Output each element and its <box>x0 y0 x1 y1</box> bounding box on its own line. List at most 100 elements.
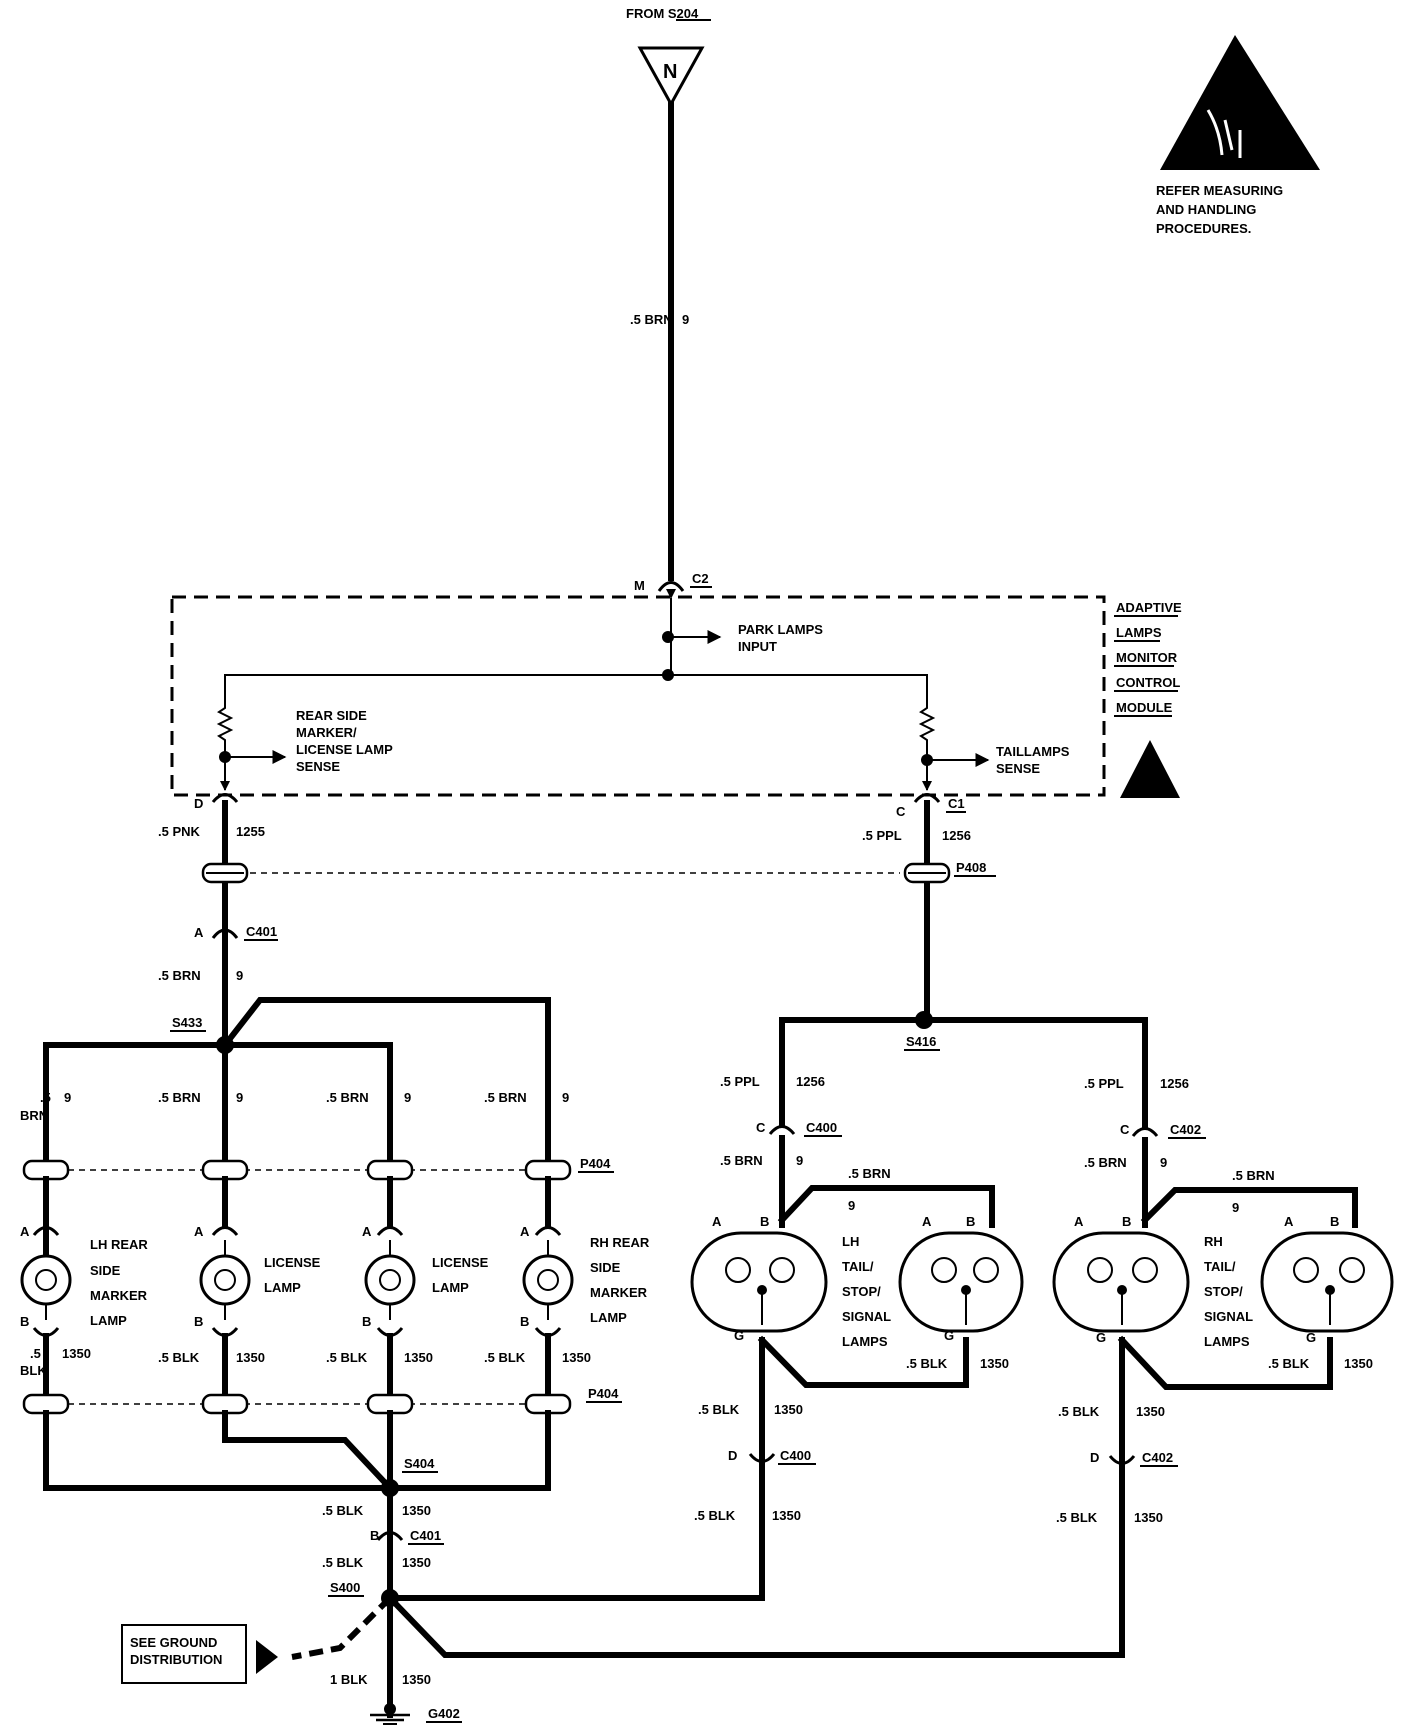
lh-tail-label-5: LAMPS <box>842 1334 888 1349</box>
gt-c401: C401 <box>410 1528 441 1543</box>
rhtl2-pin-a: A <box>1284 1214 1294 1229</box>
p408-left-passthrough-icon <box>201 862 249 884</box>
r-rh-9: 9 <box>1160 1155 1167 1170</box>
esd-note-line-1: REFER MEASURING <box>1156 183 1283 198</box>
connector-c2-icon <box>657 581 685 592</box>
gt1-wire: .5 BLK <box>322 1503 364 1518</box>
feed-wire-label: .5 BRN <box>630 312 673 327</box>
p404-label: P404 <box>580 1156 611 1171</box>
p408-label: P408 <box>956 860 986 875</box>
rh-jumper-brn: .5 BRN <box>1232 1168 1275 1183</box>
module-outline <box>170 595 1106 797</box>
p404b-passthrough-icons <box>22 1393 572 1415</box>
gt2-circ: 1350 <box>402 1555 431 1570</box>
lamp-lh-rear-side-marker <box>20 1226 72 1337</box>
b2-wire: .5 BRN <box>158 1090 201 1105</box>
lh-j-blk: .5 BLK <box>906 1356 948 1371</box>
c401-label: C401 <box>246 924 277 939</box>
s400-to-lh-tail <box>387 1470 765 1601</box>
lamp4-label-3: MARKER <box>590 1285 648 1300</box>
s433-branch-rh <box>220 997 551 1163</box>
lamp1-label-1: LH REAR <box>90 1237 148 1252</box>
g402-label: G402 <box>428 1706 460 1721</box>
g1-color: BLK <box>20 1363 47 1378</box>
rhtl1-pin-a: A <box>1074 1214 1084 1229</box>
g2-circ: 1350 <box>236 1350 265 1365</box>
lamp1-label-3: MARKER <box>90 1288 148 1303</box>
r-1256-label: 1256 <box>942 828 971 843</box>
lh-g-blk: .5 BLK <box>698 1402 740 1417</box>
lamp1-label-4: LAMP <box>90 1313 127 1328</box>
b4-circ: 9 <box>562 1090 569 1105</box>
esd-note-line-2: AND HANDLING <box>1156 202 1256 217</box>
rh-jumper-9: 9 <box>1232 1200 1239 1215</box>
connector-c-icon <box>913 793 941 803</box>
rh-g-blk: .5 BLK <box>1058 1404 1100 1419</box>
lamp4-label-4: LAMP <box>590 1310 627 1325</box>
b2-circ: 9 <box>236 1090 243 1105</box>
pin-m: M <box>634 578 645 593</box>
rhtl1-pin-g: G <box>1096 1330 1106 1345</box>
lamp-license-2 <box>364 1226 416 1337</box>
rh-tail-ground-jumper <box>1117 1335 1333 1390</box>
flag-letter: N <box>663 61 677 83</box>
r-lh-ppl: .5 PPL <box>720 1074 760 1089</box>
r-rh-ppl: .5 PPL <box>1084 1076 1124 1091</box>
lhtl2-pin-g: G <box>944 1328 954 1343</box>
rhtl1-pin-b: B <box>1122 1214 1131 1229</box>
c400-label: C400 <box>806 1120 837 1135</box>
ground-distribution-arrow-icon <box>256 1640 278 1674</box>
splice-flag-icon <box>637 46 705 108</box>
rh-jumper <box>1140 1187 1358 1228</box>
see-ground-1: SEE GROUND <box>130 1635 217 1650</box>
s404-license1-run <box>222 1410 395 1493</box>
module-name-3: MONITOR <box>1116 650 1178 665</box>
lamp4-label-2: SIDE <box>590 1260 621 1275</box>
lhtl2-pin-b: B <box>966 1214 975 1229</box>
esd-warning-icon <box>1160 35 1320 170</box>
lhtl1-pin-b: B <box>760 1214 769 1229</box>
g3-circ: 1350 <box>404 1350 433 1365</box>
tail-sense-1: TAILLAMPS <box>996 744 1070 759</box>
esd-small-icon <box>1120 740 1180 798</box>
g2-wire: .5 BLK <box>158 1350 200 1365</box>
park-input-2: INPUT <box>738 639 777 654</box>
lamp3-pin-a: A <box>362 1224 372 1239</box>
lamp3-label-2: LAMP <box>432 1280 469 1295</box>
rear-sense-4: SENSE <box>296 759 340 774</box>
lamp4-pin-a: A <box>520 1224 530 1239</box>
b3-circ: 9 <box>404 1090 411 1105</box>
rh-tail-label-2: TAIL/ <box>1204 1259 1236 1274</box>
lamp2-label-1: LICENSE <box>264 1255 321 1270</box>
rhtl2-pin-g: G <box>1306 1330 1316 1345</box>
lamp-lh-tail-stop-signal-1 <box>690 1231 828 1333</box>
lh-j-1350: 1350 <box>980 1356 1009 1371</box>
p404-passthrough-icons <box>22 1159 572 1181</box>
c400d-label: C400 <box>780 1448 811 1463</box>
see-ground-box <box>121 1624 247 1684</box>
rh-tail-label-5: LAMPS <box>1204 1334 1250 1349</box>
r-ppl-label: .5 PPL <box>862 828 902 843</box>
connector-c401-icon <box>211 928 239 939</box>
lh-g2-1350: 1350 <box>772 1508 801 1523</box>
lh-g2-blk: .5 BLK <box>694 1508 736 1523</box>
c402-pin-c: C <box>1120 1122 1130 1137</box>
lamp3-label-1: LICENSE <box>432 1255 489 1270</box>
connector-c400d-icon <box>748 1453 776 1463</box>
connector-c402-icon <box>1131 1127 1159 1137</box>
tail-sense-2: SENSE <box>996 761 1040 776</box>
b4-wire: .5 BRN <box>484 1090 527 1105</box>
lamp1-pin-a: A <box>20 1224 30 1239</box>
gt3-wire: 1 BLK <box>330 1672 368 1687</box>
c400-pin-d: D <box>728 1448 737 1463</box>
lhtl1-pin-g: G <box>734 1328 744 1343</box>
rh-tail-label-3: STOP/ <box>1204 1284 1243 1299</box>
resistor-left-icon <box>216 700 234 758</box>
lamp1-label-2: SIDE <box>90 1263 121 1278</box>
circ-1255-label: 1255 <box>236 824 265 839</box>
r-lh-9: 9 <box>796 1153 803 1168</box>
module-bus <box>224 674 928 700</box>
lh-jumper-brn: .5 BRN <box>848 1166 891 1181</box>
g4-circ: 1350 <box>562 1350 591 1365</box>
